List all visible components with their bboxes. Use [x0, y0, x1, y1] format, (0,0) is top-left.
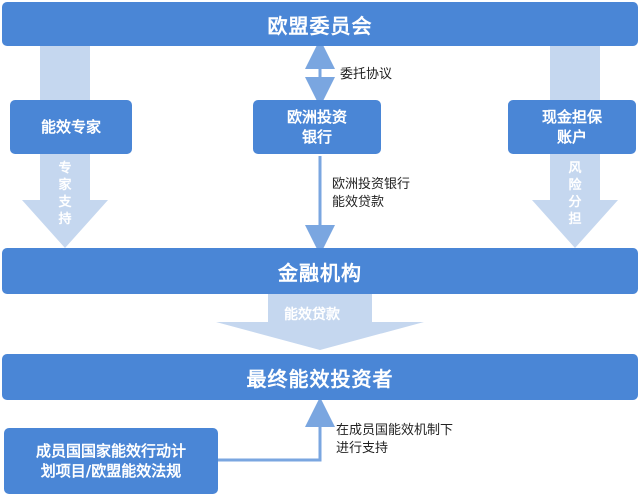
cash-guarantee-box: 现金担保 账户 — [508, 100, 636, 154]
member-support-label: 在成员国能效机制下 进行支持 — [336, 422, 453, 458]
eib-loan-line1: 欧洲投资银行 — [332, 177, 411, 192]
national-plans-line1: 成员国国家能效行动计 — [35, 442, 186, 460]
risk-sharing-label: 风险分担 — [568, 161, 582, 227]
eu-commission-box: 欧盟委员会 — [2, 2, 638, 46]
member-support-line2: 进行支持 — [336, 441, 389, 456]
cash-guarantee-line1: 现金担保 — [541, 108, 602, 126]
efficiency-loans-arrow — [216, 294, 424, 350]
final-investors-box: 最终能效投资者 — [2, 354, 638, 400]
eib-loan-line2: 能效贷款 — [332, 195, 385, 210]
expert-support-label: 专家支持 — [58, 161, 72, 227]
efficiency-loans-label: 能效贷款 — [284, 307, 340, 323]
eib-box: 欧洲投资 银行 — [253, 100, 381, 154]
entrustment-label: 委托协议 — [340, 67, 393, 82]
eib-loan-label: 欧洲投资银行 能效贷款 — [332, 176, 410, 212]
member-support-arrow — [218, 397, 335, 462]
national-plans-box: 成员国国家能效行动计 划项目/欧盟能效法规 — [4, 428, 218, 494]
national-plans-line2: 划项目/欧盟能效法规 — [40, 462, 182, 480]
efficiency-experts-box: 能效专家 — [10, 100, 132, 154]
financial-institutions-box: 金融机构 — [2, 248, 638, 294]
eib-line2: 银行 — [301, 128, 332, 146]
eib-line1: 欧洲投资 — [286, 108, 347, 126]
cash-guarantee-line2: 账户 — [556, 128, 587, 146]
member-support-line1: 在成员国能效机制下 — [336, 423, 454, 438]
